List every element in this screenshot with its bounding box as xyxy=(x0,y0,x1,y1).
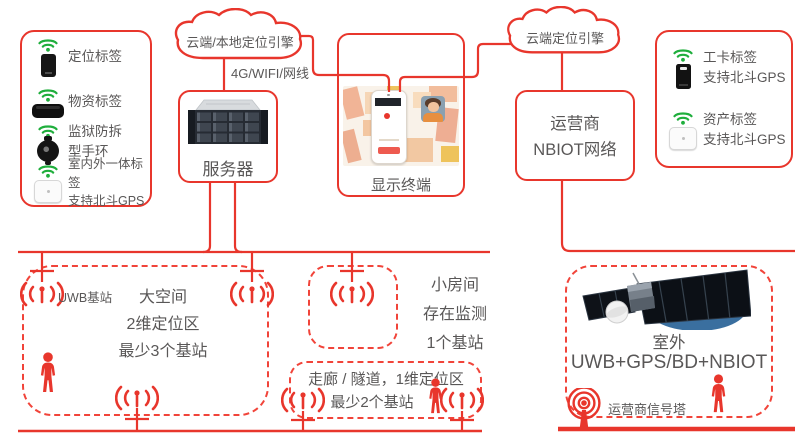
base-station-icon xyxy=(114,384,160,412)
phone-map-image xyxy=(343,86,459,166)
zone-small-line1: 小房间 xyxy=(430,277,479,294)
person-icon xyxy=(711,374,726,413)
wifi-icon xyxy=(38,165,58,178)
tag-label: 型手环 xyxy=(68,144,109,159)
display-terminal-label: 显示终端 xyxy=(370,177,431,194)
tag-label: 物资标签 xyxy=(68,93,122,109)
work-card-tag-icon xyxy=(675,64,691,89)
zone-small-line3: 1个基站 xyxy=(426,335,484,352)
person-icon xyxy=(429,378,442,414)
base-station-icon xyxy=(439,386,485,414)
base-station-icon xyxy=(329,280,375,308)
base-station-icon xyxy=(229,280,275,308)
tag-label: 支持北斗GPS xyxy=(68,194,145,209)
zone-corridor-line1: 走廊 / 隧道，1维定位区 xyxy=(308,371,464,388)
server-label: 服务器 xyxy=(202,160,254,179)
list-item: 室内外一体标签 支持北斗GPS xyxy=(28,157,152,208)
cloud-remote-engine-label: 云端定位引擎 xyxy=(525,31,604,46)
nbiot-label-line1: 运营商 xyxy=(550,115,600,133)
cloud-local-engine-label: 云端/本地定位引擎 xyxy=(186,35,294,50)
tag-label: 支持北斗GPS xyxy=(703,132,786,147)
wifi-icon xyxy=(673,49,693,62)
tag-label: 定位标签 xyxy=(68,48,122,64)
wifi-icon xyxy=(38,88,58,102)
zone-outdoor-title: 室外 xyxy=(652,334,686,352)
tag-label: 支持北斗GPS xyxy=(703,70,786,85)
avatar xyxy=(421,96,445,122)
zone-outdoor xyxy=(565,265,773,418)
satellite-image xyxy=(582,269,751,330)
person-icon xyxy=(40,352,56,392)
material-tag-icon xyxy=(32,103,64,118)
locator-tag-icon xyxy=(40,54,56,77)
base-station-icon xyxy=(280,386,326,414)
list-item: 物资标签 xyxy=(28,82,148,122)
list-item: 监狱防拆 型手环 xyxy=(28,118,148,166)
tower-label: 运营商信号塔 xyxy=(608,402,687,417)
cloud-local-engine: 云端/本地定位引擎 xyxy=(170,7,310,62)
zone-small-line2: 存在监测 xyxy=(422,306,487,323)
zone-large-line2: 2维定位区 xyxy=(126,316,200,333)
zone-large-line3: 最少3个基站 xyxy=(118,343,208,360)
smartphone-icon xyxy=(371,90,407,164)
wifi-icon xyxy=(38,39,58,52)
list-item: 定位标签 xyxy=(28,34,148,80)
tag-label: 室内外一体标签 xyxy=(68,156,144,190)
zone-outdoor-subtitle: UWB+GPS/BD+NBIOT xyxy=(570,352,768,373)
signal-tower-icon xyxy=(567,388,601,430)
nbiot-label-line2: NBIOT网络 xyxy=(533,141,617,159)
zone-large-line1: 大空间 xyxy=(138,289,187,306)
tag-label: 工卡标签 xyxy=(703,49,757,65)
wifi-icon xyxy=(673,112,693,125)
nbiot-network-box xyxy=(515,90,635,181)
asset-tag-icon xyxy=(669,127,697,150)
zone-corridor-line2: 最少2个基站 xyxy=(330,394,414,411)
link-type-label: 4G/WIFI/网线 xyxy=(231,66,310,81)
zone-corridor xyxy=(289,361,482,419)
cloud-icon xyxy=(174,7,303,60)
list-item: 工卡标签 支持北斗GPS xyxy=(663,42,789,94)
cloud-icon xyxy=(507,5,621,54)
map-pin-icon xyxy=(384,113,390,119)
phone-action-button xyxy=(378,147,400,154)
tag-label: 监狱防拆 xyxy=(68,123,122,139)
list-item: 资产标签 支持北斗GPS xyxy=(663,104,789,156)
wristband-icon xyxy=(37,135,59,165)
base-station-icon xyxy=(19,280,65,308)
server-icon xyxy=(188,99,268,144)
zone-large-2d xyxy=(22,265,269,416)
cloud-remote-engine: 云端定位引擎 xyxy=(503,5,627,56)
uwb-station-label: UWB基站 xyxy=(58,291,113,305)
tag-label: 资产标签 xyxy=(703,111,757,127)
indoor-outdoor-tag-icon xyxy=(34,180,62,203)
